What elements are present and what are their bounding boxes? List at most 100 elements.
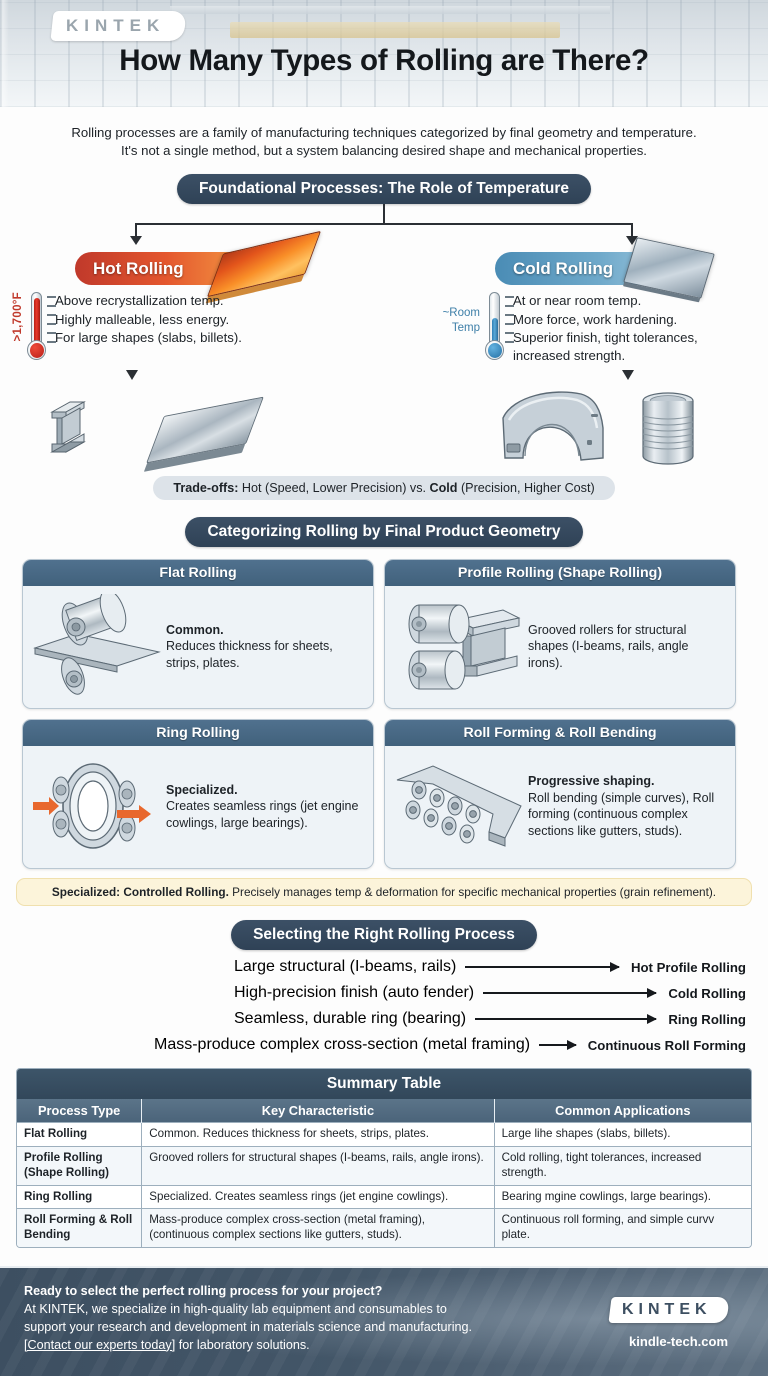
card-ring-rolling-lead: Specialized. [166, 782, 238, 797]
footer-text-block: Ready to select the perfect rolling proc… [24, 1283, 472, 1355]
table-row: Ring Rolling Specialized. Creates seamle… [17, 1184, 751, 1209]
card-ring-rolling-title: Ring Rolling [23, 720, 373, 747]
table-row: Profile Rolling (Shape Rolling) Grooved … [17, 1146, 751, 1186]
flat-rolling-illustration [31, 589, 166, 698]
product-illustrations [0, 370, 768, 470]
selector-answer-4: Continuous Roll Forming [587, 1037, 746, 1053]
arrow-right-icon-3 [475, 1013, 658, 1024]
cold-thermometer-label: ~Room Temp [428, 292, 480, 335]
intro-line-1: Rolling processes are a family of manufa… [71, 125, 697, 140]
card-roll-forming[interactable]: Roll Forming & Roll Bending [384, 719, 736, 870]
card-profile-rolling-text: Grooved rollers for structural shapes (I… [528, 622, 725, 672]
cold-temperature-block: ~Room Temp At or near room temp. More fo… [428, 292, 698, 364]
profile-rolling-illustration [393, 594, 528, 698]
connector-drop-left [135, 223, 137, 238]
selector-answer-3: Ring Rolling [668, 1011, 746, 1027]
selector-answer-1: Hot Profile Rolling [630, 959, 746, 975]
card-ring-rolling[interactable]: Ring Rolling [22, 719, 374, 870]
connector-horizontal [135, 223, 633, 226]
table-col-key-characteristic: Key Characteristic [141, 1099, 495, 1123]
selector-answer-2: Cold Rolling [668, 985, 746, 1001]
kintek-logo-footer: KINTEK [608, 1297, 730, 1323]
tradeoffs-text-a: Hot (Speed, Lower Precision) vs. [238, 481, 430, 496]
selector-need-2: High-precision finish (auto fender) [234, 984, 475, 1002]
selector-need-1: Large structural (I-beams, rails) [234, 958, 457, 976]
table-cell-apps: Bearing mgine cowlings, large bearings). [494, 1184, 751, 1209]
table-row: Flat Rolling Common. Reduces thickness f… [17, 1122, 751, 1147]
table-cell-process: Ring Rolling [17, 1184, 143, 1209]
arrow-right-icon-4 [539, 1039, 577, 1050]
process-selector: Selecting the Right Rolling Process Larg… [0, 906, 768, 1054]
footer-line-3: support your research and development in… [24, 1319, 473, 1334]
tradeoffs-banner: Trade-offs: Hot (Speed, Lower Precision)… [153, 476, 615, 501]
card-flat-rolling-title: Flat Rolling [23, 560, 373, 587]
table-cell-key: Grooved rollers for structural shapes (I… [141, 1146, 495, 1186]
card-flat-rolling-text: Common. Reduces thickness for sheets, st… [166, 622, 363, 672]
footer-top-rule [0, 1266, 768, 1268]
tradeoffs-text-b: (Precision, Higher Cost) [457, 481, 595, 496]
cold-point-2: More force, work hardening. [513, 311, 678, 327]
card-roll-forming-body: Roll bending (simple curves), Roll formi… [528, 790, 715, 838]
thermometer-hot-icon [27, 292, 56, 364]
intro-paragraph: Rolling processes are a family of manufa… [0, 107, 768, 160]
table-cell-key: Specialized. Creates seamless rings (jet… [141, 1184, 495, 1209]
cold-rolling-points: At or near room temp. More force, work h… [513, 292, 698, 364]
cold-rolling-badge-label: Cold Rolling [513, 258, 614, 278]
contact-experts-link[interactable]: [Contact our experts today] [24, 1337, 176, 1352]
table-header-row: Process Type Key Characteristic Common A… [17, 1099, 751, 1123]
header-banner: KINTEK How Many Types of Rolling are The… [0, 0, 768, 107]
card-flat-rolling-body: Reduces thickness for sheets, strips, pl… [166, 639, 333, 670]
arrow-down-icon-right [626, 236, 638, 246]
table-cell-key: Mass-produce complex cross-section (meta… [141, 1208, 495, 1247]
footer-line-1: Ready to select the perfect rolling proc… [24, 1284, 383, 1298]
selector-row: High-precision finish (auto fender) Cold… [0, 984, 768, 1002]
kintek-logo-header: KINTEK [50, 11, 187, 41]
selector-need-4: Mass-produce complex cross-section (meta… [154, 1036, 531, 1054]
i-beam-illustration [50, 401, 86, 454]
section-heading-foundational: Foundational Processes: The Role of Temp… [176, 174, 592, 205]
footer-cta: Ready to select the perfect rolling proc… [0, 1266, 768, 1376]
controlled-rolling-note-lead: Specialized: Controlled Rolling. [51, 885, 229, 900]
temperature-branches: Hot Rolling Cold Rolling >1,700°F Above … [0, 231, 768, 517]
arrow-down-icon-hot-products [126, 370, 138, 381]
card-ring-rolling-body: Creates seamless rings (jet engine cowli… [166, 799, 359, 830]
hot-point-3: For large shapes (slabs, billets). [55, 329, 242, 345]
table-cell-apps: Continuous roll forming, and simple curv… [494, 1208, 751, 1247]
arrow-down-icon-cold-products [622, 370, 634, 381]
card-profile-rolling[interactable]: Profile Rolling (Shape Rolling) [384, 559, 736, 710]
table-row: Roll Forming & Roll Bending Mass-produce… [17, 1208, 751, 1247]
table-cell-process: Flat Rolling [17, 1122, 143, 1147]
controlled-rolling-note-body: Precisely manages temp & deformation for… [228, 885, 717, 900]
ring-rolling-illustration [31, 754, 166, 858]
controlled-rolling-note: Specialized: Controlled Rolling. Precise… [16, 878, 752, 907]
auto-fender-illustration [502, 391, 604, 462]
arrow-down-icon-left [130, 236, 142, 246]
hot-temperature-block: >1,700°F Above recrystallization temp. H… [12, 292, 242, 364]
hot-point-2: Highly malleable, less energy. [55, 311, 230, 327]
section-heading-selector: Selecting the Right Rolling Process [231, 920, 537, 951]
hot-thermometer-label: >1,700°F [12, 292, 24, 342]
card-roll-forming-lead: Progressive shaping. [528, 774, 655, 789]
hot-rolling-points: Above recrystallization temp. Highly mal… [55, 292, 242, 346]
page-title: How Many Types of Rolling are There? [119, 44, 649, 77]
footer-line-4: [Contact our experts today] for laborato… [24, 1337, 472, 1355]
footer-website-url: kindle-tech.com [629, 1334, 728, 1349]
card-flat-rolling[interactable]: Flat Rolling [22, 559, 374, 710]
card-roll-forming-text: Progressive shaping. Roll bending (simpl… [528, 773, 725, 839]
table-cell-apps: Cold rolling, tight tolerances, increase… [494, 1146, 751, 1186]
table-col-common-applications: Common Applications [494, 1099, 751, 1123]
header-beam-upper [170, 6, 610, 14]
cold-thermometer-label-line1: ~Room [442, 307, 480, 320]
selector-row: Seamless, durable ring (bearing) Ring Ro… [0, 1010, 768, 1028]
tin-can-illustration [642, 392, 694, 466]
kintek-logo-footer-text: KINTEK [622, 1301, 712, 1318]
summary-table: Summary Table Process Type Key Character… [16, 1068, 752, 1248]
arrow-right-icon-1 [465, 961, 620, 972]
cold-point-1: At or near room temp. [513, 293, 642, 309]
table-cell-process: Roll Forming & Roll Bending [17, 1208, 143, 1247]
steel-plate-illustration [146, 396, 264, 464]
cold-sheet-illustration [623, 237, 715, 300]
cold-thermometer-label-line2: Temp [451, 321, 480, 334]
arrow-right-icon-2 [483, 987, 658, 998]
